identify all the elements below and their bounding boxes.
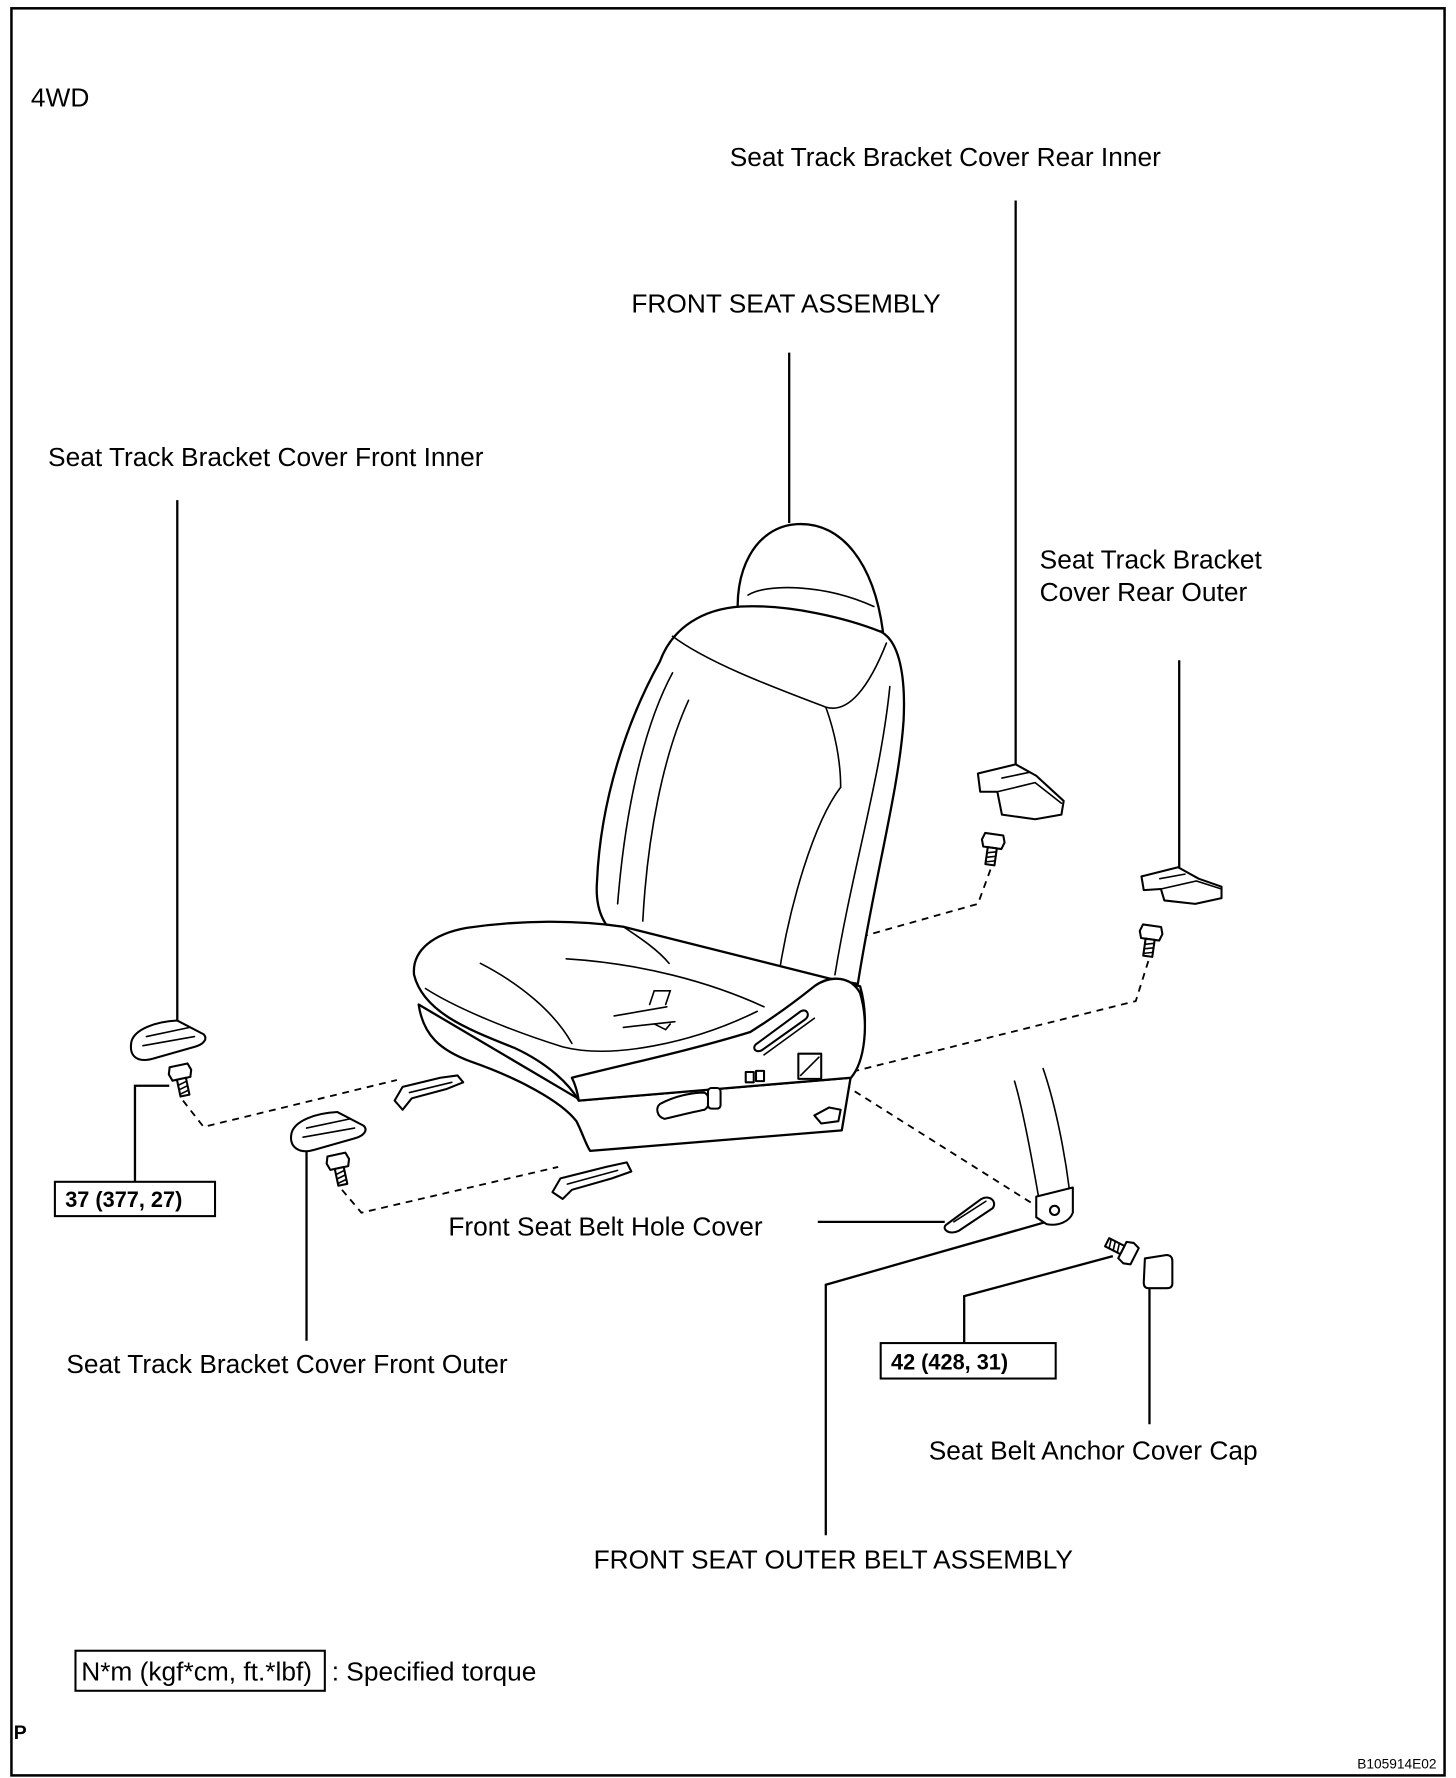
bolt-head bbox=[1117, 1240, 1140, 1266]
leader-torque-seat-track bbox=[133, 1084, 170, 1182]
seat-back-panel-seam bbox=[641, 699, 690, 922]
seat-back bbox=[595, 605, 906, 986]
cover-ridge bbox=[1158, 873, 1223, 890]
seat-lower-skirt bbox=[417, 1003, 853, 1153]
label-rear-outer-cover-line2: Cover Rear Outer bbox=[1040, 577, 1248, 607]
bolt-head bbox=[980, 831, 1006, 851]
cover-panel-detail bbox=[799, 1056, 820, 1077]
seat-back-left-seam bbox=[616, 672, 674, 905]
torque-box-frame bbox=[879, 1342, 1057, 1380]
bolt-belt-anchor bbox=[1104, 1237, 1140, 1266]
seat-back-right-edge-seam bbox=[834, 685, 891, 976]
bolt-head bbox=[1138, 923, 1164, 942]
section-mark: P bbox=[14, 1722, 27, 1744]
figure-code: B105914E02 bbox=[1357, 1757, 1436, 1772]
cover-body bbox=[976, 763, 1065, 821]
cover-body bbox=[290, 1111, 367, 1153]
label-anchor-cover-cap: Seat Belt Anchor Cover Cap bbox=[929, 1436, 1258, 1466]
seat-back-shoulder-seam bbox=[671, 635, 888, 709]
side-shield-trim-line bbox=[763, 1017, 816, 1056]
cover-ridge bbox=[142, 1026, 196, 1047]
label-belt-hole-cover: Front Seat Belt Hole Cover bbox=[448, 1212, 762, 1242]
anchor-cover-cap bbox=[1142, 1253, 1174, 1290]
front-inner-bracket-cover bbox=[129, 1019, 207, 1061]
leader-outer-belt-assembly bbox=[824, 1220, 1047, 1536]
seat-rail-front-outer bbox=[551, 1161, 633, 1200]
lumbar-switch-slot bbox=[753, 1009, 809, 1053]
variant-label: 4WD bbox=[31, 83, 89, 113]
assembly-dashed-lines bbox=[182, 869, 1150, 1223]
cover-body bbox=[1140, 866, 1223, 905]
seat-back-upper-panel-seam bbox=[824, 706, 842, 789]
side-shield bbox=[570, 977, 866, 1102]
legend-unit-box bbox=[74, 1649, 326, 1692]
bolt-head bbox=[167, 1062, 193, 1082]
cushion-left-bolster-seam bbox=[479, 962, 573, 1045]
bolt-front-inner bbox=[167, 1062, 193, 1098]
belt-hole-cover-edge bbox=[953, 1200, 987, 1223]
bolt-thread bbox=[1142, 942, 1155, 955]
legend-meaning: : Specified torque bbox=[332, 1656, 537, 1686]
label-front-inner-cover: Seat Track Bracket Cover Front Inner bbox=[48, 442, 484, 472]
label-rear-outer-cover-line1: Seat Track Bracket bbox=[1040, 545, 1263, 575]
cushion-center-seam bbox=[565, 957, 765, 1008]
seat-rail-rear-inner bbox=[613, 989, 676, 1031]
leader-torque-belt-anchor bbox=[963, 1255, 1114, 1344]
torque-value: 42 (428, 31) bbox=[891, 1349, 1008, 1374]
headrest-seam bbox=[747, 586, 875, 608]
label-outer-belt-assembly: FRONT SEAT OUTER BELT ASSEMBLY bbox=[594, 1544, 1073, 1574]
dashed-belt-anchor bbox=[843, 1083, 1062, 1223]
diagram-frame bbox=[10, 7, 1446, 1777]
cover-ridge bbox=[302, 1118, 356, 1138]
memory-switch-1 bbox=[744, 1070, 755, 1084]
torque-box-belt-anchor: 42 (428, 31) bbox=[879, 1342, 1057, 1380]
belt-webbing-edge bbox=[1013, 1080, 1040, 1198]
front-seat bbox=[393, 522, 906, 1200]
label-rear-inner-cover: Seat Track Bracket Cover Rear Inner bbox=[730, 142, 1161, 172]
dashed-rear-outer-mount bbox=[846, 960, 1150, 1075]
dashed-front-outer-mount bbox=[341, 1166, 559, 1214]
torque-legend: N*m (kgf*cm, ft.*lbf) : Specified torque bbox=[74, 1649, 537, 1692]
bolt-thread bbox=[1108, 1238, 1121, 1254]
torque-value: 37 (377, 27) bbox=[65, 1187, 182, 1212]
cushion-rear-seam bbox=[622, 925, 670, 965]
recline-switch bbox=[706, 1086, 722, 1110]
cover-body bbox=[129, 1019, 207, 1061]
leader-lines bbox=[133, 200, 1181, 1536]
cover-ridge bbox=[996, 771, 1063, 805]
memory-switch-2 bbox=[754, 1069, 766, 1083]
seat-rail-front-inner bbox=[393, 1074, 465, 1111]
bolt-front-outer bbox=[325, 1151, 351, 1187]
seat-rail-rear-outer bbox=[813, 1106, 842, 1125]
bolt-rear-inner bbox=[980, 831, 1006, 867]
legend-unit: N*m (kgf*cm, ft.*lbf) bbox=[81, 1656, 312, 1686]
bolt-rear-outer bbox=[1138, 923, 1164, 958]
belt-hole-cover bbox=[943, 1196, 996, 1234]
belt-webbing-edge bbox=[1042, 1067, 1071, 1191]
rail-detail bbox=[408, 1081, 453, 1094]
anchor-hole bbox=[1048, 1204, 1061, 1216]
outer-belt bbox=[1013, 1067, 1074, 1226]
dashed-front-inner-mount bbox=[182, 1079, 398, 1128]
bolt-head bbox=[325, 1151, 351, 1171]
bolt-thread bbox=[335, 1169, 348, 1185]
rear-inner-bracket-cover bbox=[976, 763, 1065, 821]
slide-switch bbox=[656, 1091, 710, 1120]
rail-detail bbox=[566, 1169, 619, 1185]
label-front-outer-cover: Seat Track Bracket Cover Front Outer bbox=[66, 1349, 508, 1379]
torque-box-seat-track: 37 (377, 27) bbox=[53, 1180, 217, 1218]
bolt-thread bbox=[984, 851, 998, 863]
cushion-front-lip-seam bbox=[424, 987, 758, 1052]
seat-back-right-bolster-seam bbox=[776, 786, 842, 983]
bolt-thread bbox=[177, 1080, 190, 1096]
rear-outer-bracket-cover bbox=[1140, 866, 1223, 905]
front-outer-bracket-cover bbox=[290, 1111, 367, 1153]
label-front-seat-assembly: FRONT SEAT ASSEMBLY bbox=[631, 289, 940, 319]
